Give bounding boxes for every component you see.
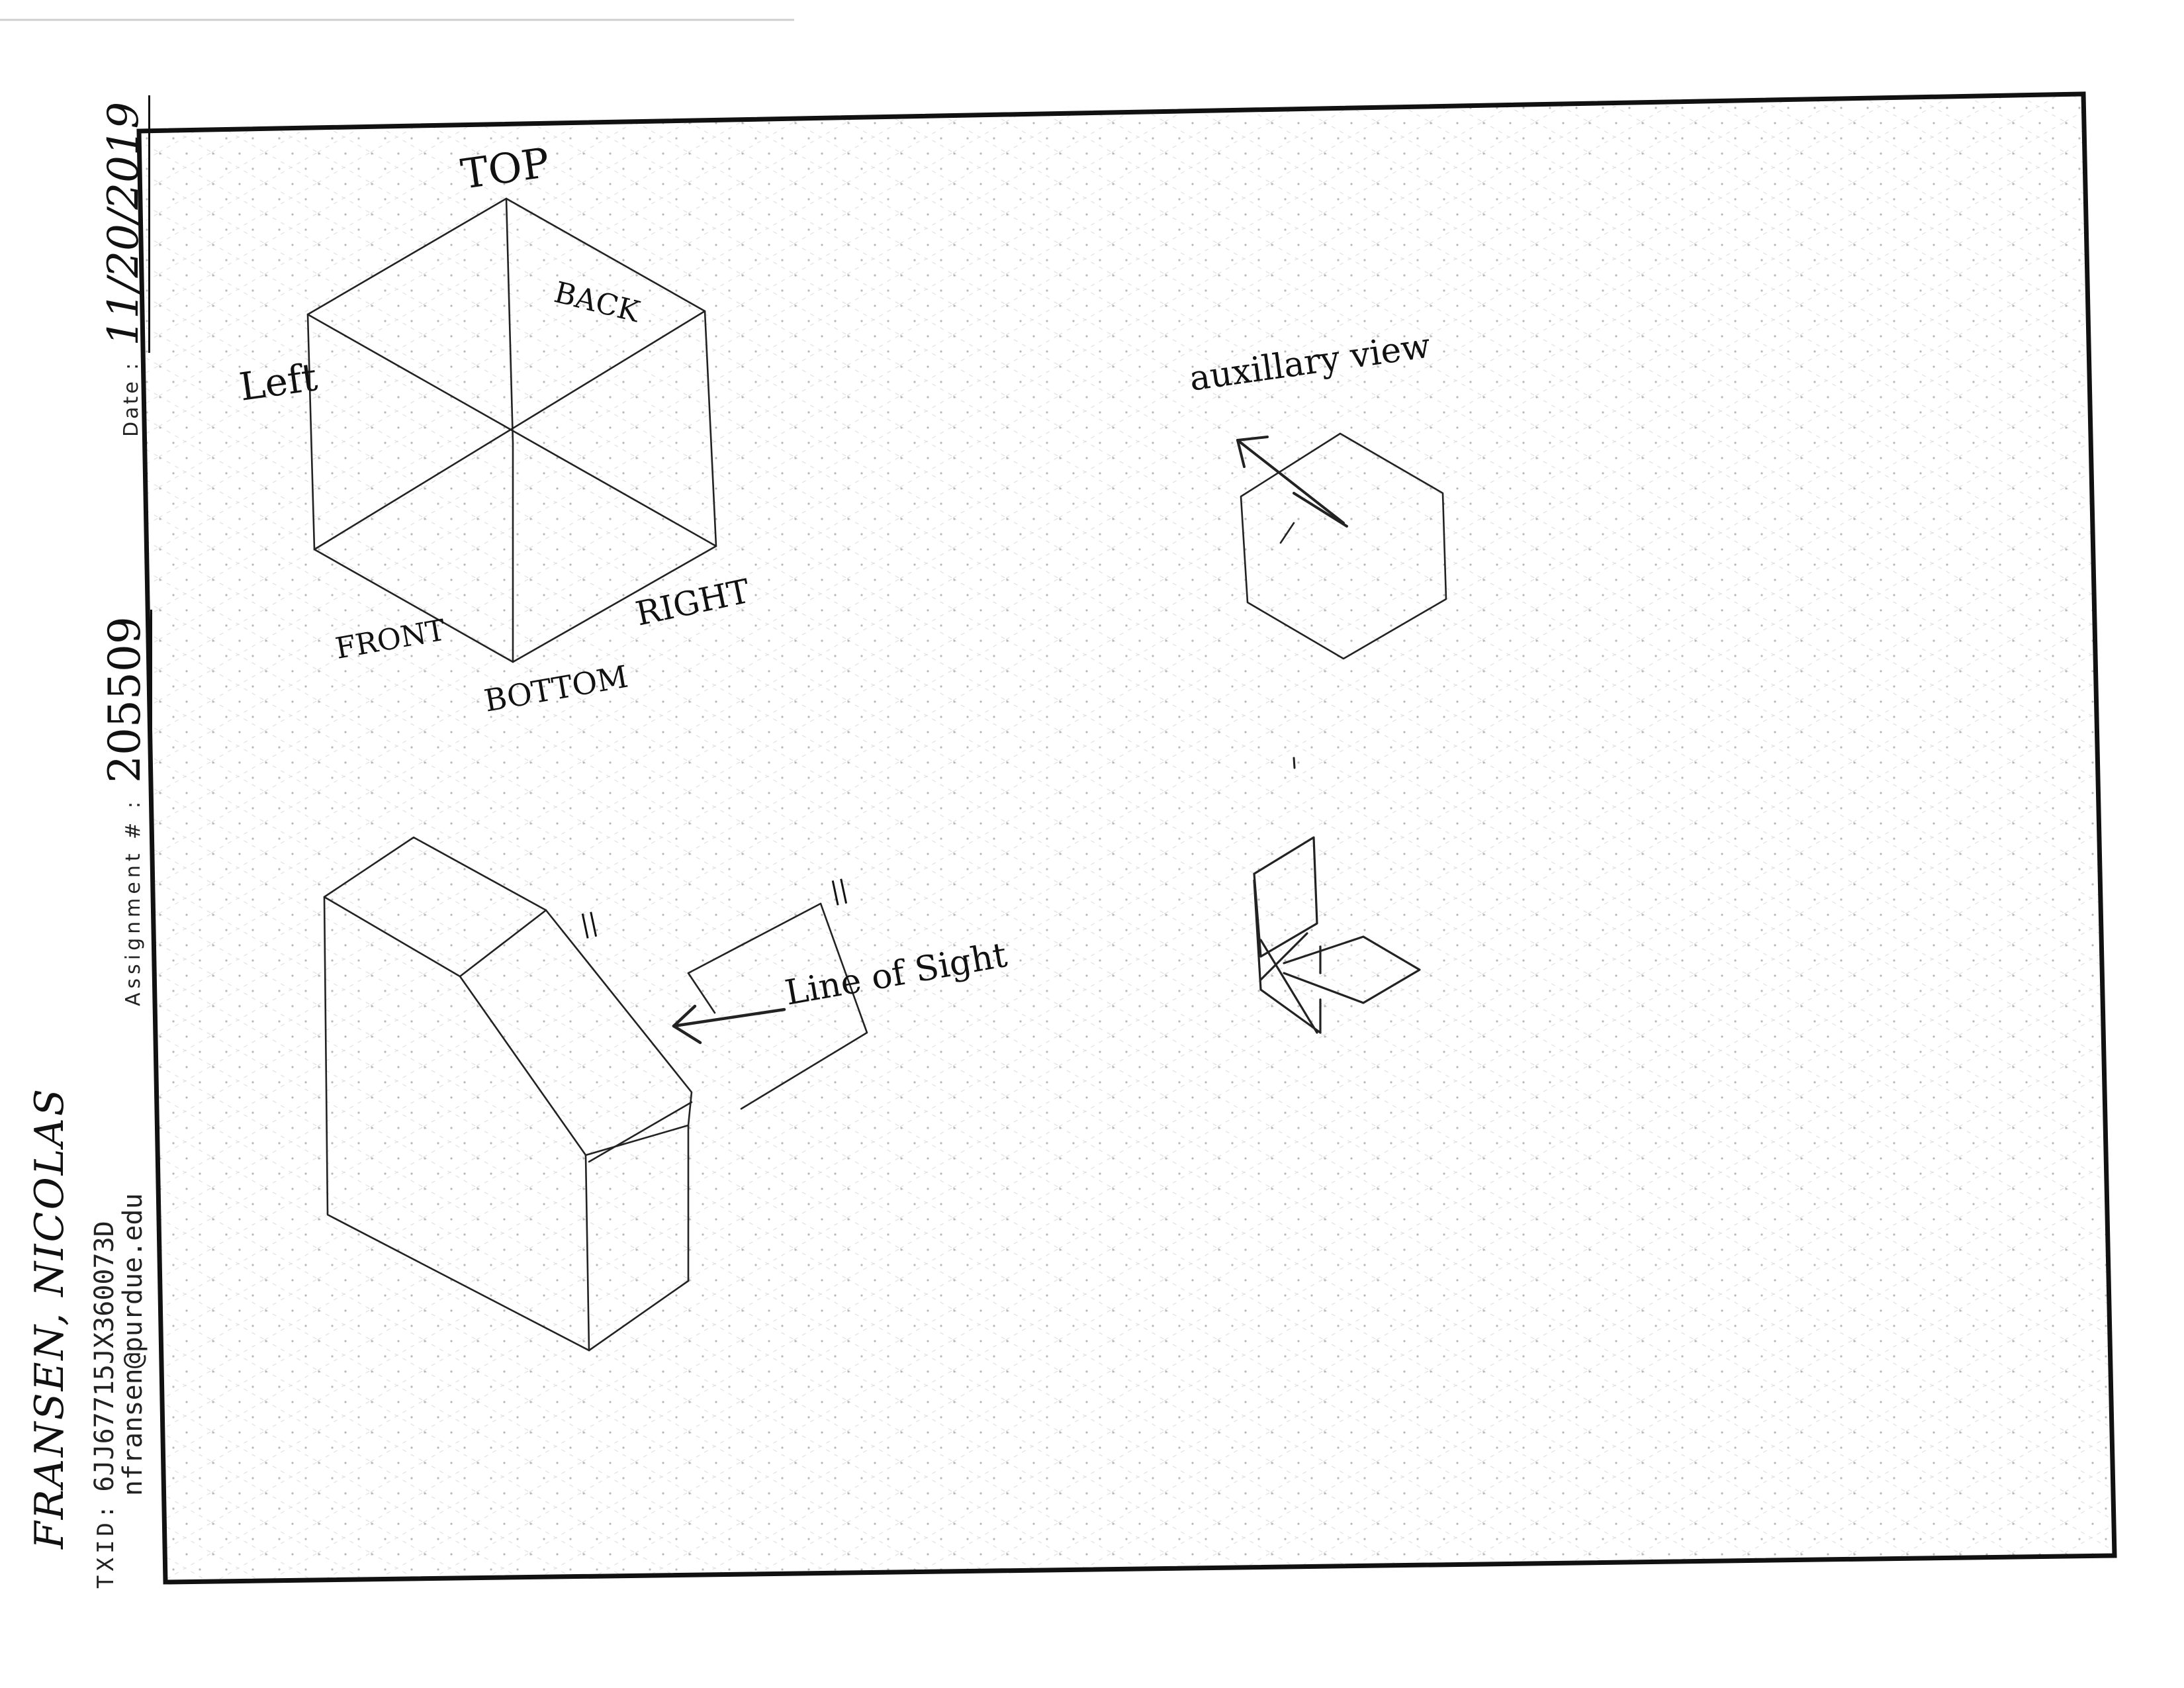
student-email: nfransen@purdue.edu	[118, 1193, 148, 1496]
assignment-value: 205509	[99, 610, 152, 790]
auxiliary-arrow	[1236, 436, 1348, 528]
wedge-block-object	[323, 836, 693, 1352]
txid-label: TXID:	[93, 1501, 119, 1589]
txid-value: 6JJ67715JX360073D	[89, 1221, 120, 1492]
assignment-block: Assignment # : 205509	[99, 610, 152, 1006]
small-isometric-sketch	[1253, 836, 1421, 1034]
txid-block: TXID: 6JJ67715JX360073D	[89, 1221, 120, 1589]
date-value: 11/20/2019	[99, 95, 150, 353]
line-of-sight-arrow	[672, 1004, 786, 1045]
label-left: Left	[236, 354, 320, 410]
date-label: Date :	[120, 360, 143, 437]
assignment-label: Assignment # :	[122, 798, 145, 1006]
student-name: FRANSEN, NICOLAS	[26, 1087, 73, 1549]
drawing-frame-border	[136, 91, 2117, 1585]
isometric-grid	[139, 94, 2115, 1582]
date-block: Date : 11/20/2019	[99, 95, 150, 437]
line-of-sight-plane	[687, 902, 868, 1110]
auxiliary-hexagon	[1240, 432, 1447, 660]
stray-mark	[1293, 757, 1296, 769]
glass-box-cube	[306, 197, 717, 663]
